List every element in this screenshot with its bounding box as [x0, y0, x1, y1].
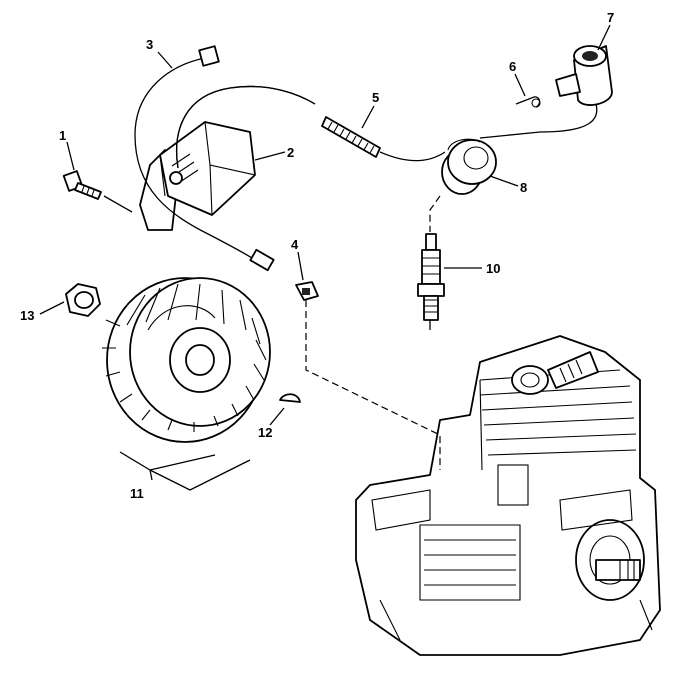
part-5-sleeve	[321, 116, 446, 162]
assembly-lines	[305, 195, 441, 470]
part-2-ignition-module	[139, 121, 256, 231]
label-4: 4	[291, 237, 299, 252]
part-3-cable	[134, 45, 316, 272]
engine-block	[355, 335, 661, 656]
label-12: 12	[258, 425, 272, 440]
part-13-nut	[65, 283, 101, 317]
leader-lines	[39, 24, 611, 491]
label-8: 8	[520, 180, 527, 195]
label-5: 5	[372, 90, 379, 105]
label-2: 2	[287, 145, 294, 160]
part-10-spark-plug	[417, 233, 445, 330]
label-3: 3	[146, 37, 153, 52]
label-11: 11	[130, 486, 144, 501]
part-1-screw	[62, 170, 102, 200]
part-11-flywheel	[102, 277, 271, 443]
part-6-spring	[515, 96, 541, 108]
label-1: 1	[59, 128, 66, 143]
label-6: 6	[509, 59, 516, 74]
label-13: 13	[20, 308, 34, 323]
part-4-clip	[295, 281, 319, 301]
part-7-spark-cap	[479, 45, 613, 139]
label-10: 10	[486, 261, 500, 276]
label-7: 7	[607, 10, 614, 25]
part-12-key	[279, 393, 301, 403]
part-8-grommet	[441, 138, 497, 195]
